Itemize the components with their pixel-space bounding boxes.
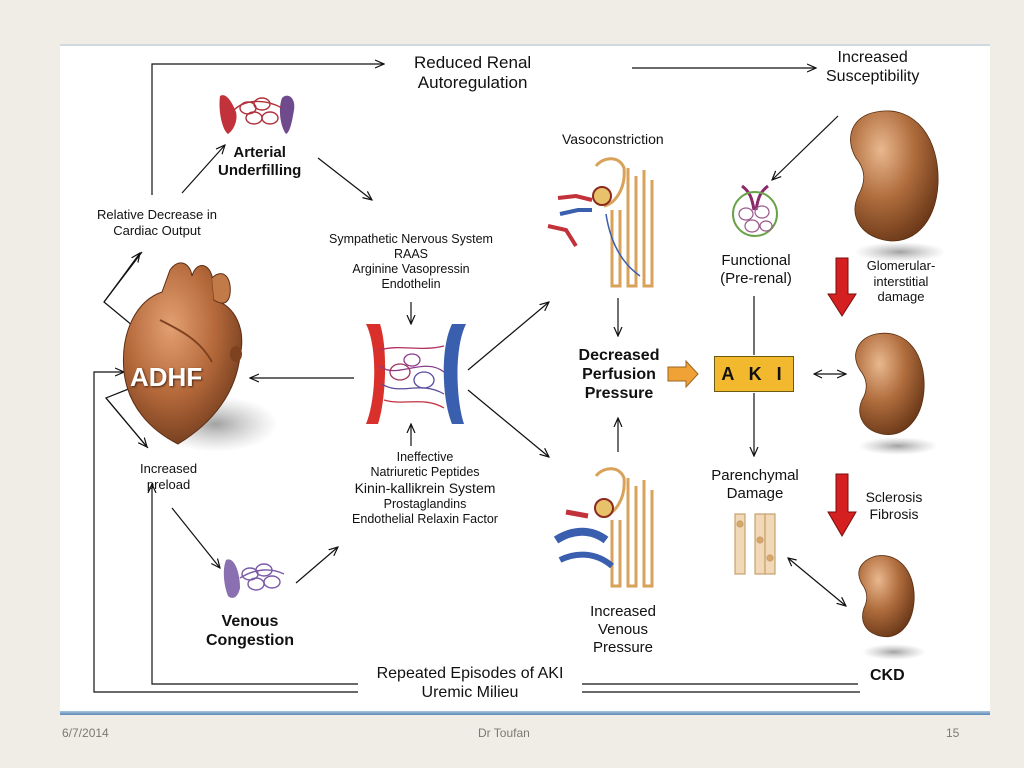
reduced-renal-line-2: Autoregulation (417, 73, 528, 93)
arterial-line-2: Underfilling (218, 162, 302, 179)
glomerular-line-2: interstitial (873, 273, 929, 289)
venous-congestion-label: Venous Congestion (206, 612, 294, 650)
vein-icon (223, 559, 285, 598)
perfusion-line-3: Pressure (584, 385, 654, 403)
connector-lines (93, 64, 860, 693)
arterial-line-1: Arterial (233, 144, 286, 161)
perfusion-line-1: Decreased (578, 347, 660, 364)
sclerosis-fibrosis-label: Sclerosis Fibrosis (862, 489, 926, 523)
venous-pressure-line-3: Pressure (592, 639, 654, 656)
footer-date: 6/7/2014 (62, 726, 109, 740)
repeated-episodes-line-2: Uremic Milieu (421, 684, 519, 702)
nephron-venous-icon (553, 467, 654, 588)
functional-line-1: Functional (721, 252, 791, 269)
reduced-renal-autoregulation-label: Reduced Renal Autoregulation (414, 53, 531, 94)
perfusion-line-2: Perfusion (582, 366, 656, 384)
arterial-underfilling-label: Arterial Underfilling (218, 144, 301, 180)
neurohormonal-line-3: Arginine Vasopressin (352, 262, 470, 276)
heart-icon (122, 262, 278, 452)
functional-line-2: (Pre-renal) (720, 270, 792, 287)
repeated-episodes-label: Repeated Episodes of AKI Uremic Milieu (362, 664, 578, 702)
venous-pressure-line-1: Increased (590, 603, 656, 620)
capillary-vessels-icon (366, 324, 466, 424)
repeated-episodes-line-1: Repeated Episodes of AKI (376, 665, 564, 682)
adhf-label: ADHF (130, 362, 203, 392)
sclerosis-line-1: Sclerosis (865, 489, 923, 505)
sclerosis-line-2: Fibrosis (869, 505, 919, 522)
cardiac-output-label: Relative Decrease in Cardiac Output (97, 207, 217, 238)
orange-block-arrow (667, 359, 699, 389)
kidney-medium-icon (855, 332, 938, 455)
venous-congestion-line-2: Congestion (206, 632, 294, 650)
glomerular-line-1: Glomerular- (866, 258, 936, 273)
increased-susceptibility-label: Increased Susceptibility (826, 48, 919, 86)
parenchymal-damage-label: Parenchymal Damage (700, 467, 810, 503)
aki-box: A K I (714, 356, 794, 392)
artery-icon (219, 95, 295, 134)
ineffective-line-4: Prostaglandins (383, 496, 467, 511)
glomerulus-icon (732, 184, 778, 237)
glomerular-damage-label: Glomerular- interstitial damage (858, 258, 944, 305)
ineffective-line-3: Kinin-kallikrein System (354, 480, 496, 496)
cardiac-output-line-2: Cardiac Output (113, 222, 201, 238)
neurohormonal-line-2: RAAS (393, 247, 429, 261)
neurohormonal-line-4: Endothelin (381, 277, 441, 291)
ineffective-line-5: Endothelial Relaxin Factor (352, 511, 498, 526)
kidney-large-icon (850, 110, 946, 262)
vasoconstriction-label: Vasoconstriction (562, 131, 664, 147)
reduced-renal-line-1: Reduced Renal (414, 53, 532, 72)
parenchymal-line-1: Parenchymal (711, 467, 799, 484)
red-arrow-glomerular (827, 257, 857, 317)
bottom-divider (60, 711, 990, 715)
top-divider (60, 44, 990, 46)
nephron-vasoconstriction-icon (547, 157, 654, 288)
ckd-label: CKD (870, 667, 905, 684)
increased-venous-pressure-label: Increased Venous Pressure (580, 603, 666, 657)
preload-line-2: preload (146, 476, 191, 492)
increased-susceptibility-line-2: Susceptibility (826, 68, 920, 86)
increased-susceptibility-line-1: Increased (837, 49, 908, 66)
glomerular-line-3: damage (877, 289, 925, 305)
cardiac-output-line-1: Relative Decrease in (97, 207, 217, 222)
venous-pressure-line-2: Venous (597, 621, 649, 638)
neurohormonal-line-1: Sympathetic Nervous System (329, 232, 493, 246)
neurohormonal-label: Sympathetic Nervous System RAAS Arginine… (312, 232, 510, 292)
tubular-cells-icon (734, 513, 776, 575)
red-arrow-sclerosis (827, 473, 857, 537)
ineffective-line-1: Ineffective (396, 450, 454, 464)
ineffective-line-2: Natriuretic Peptides (370, 465, 480, 479)
ineffective-label: Ineffective Natriuretic Peptides Kinin-k… (330, 450, 520, 527)
increased-preload-label: Increased preload (140, 461, 197, 492)
venous-congestion-line-1: Venous (221, 613, 279, 630)
preload-line-1: Increased (140, 461, 198, 476)
footer-page-number: 15 (946, 726, 960, 740)
kidney-small-icon (858, 555, 926, 660)
decreased-perfusion-label: Decreased Perfusion Pressure (566, 346, 672, 404)
footer-author: Dr Toufan (478, 726, 530, 740)
parenchymal-line-2: Damage (726, 485, 784, 502)
functional-prerenal-label: Functional (Pre-renal) (708, 252, 804, 288)
